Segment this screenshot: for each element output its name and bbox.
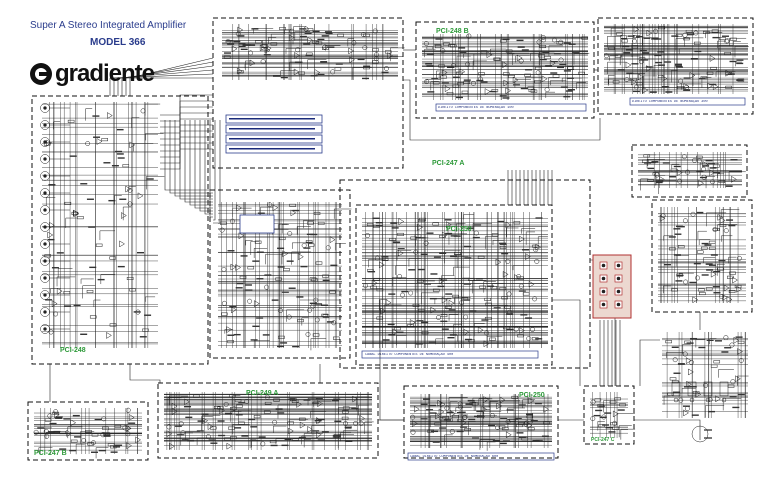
power-transformer-components [662,332,749,418]
board-label-pci249a: PCI-249 A [246,390,279,397]
board-label-pci248b: PCI-248 B [436,28,469,35]
outline-preout [631,144,748,198]
component-strip-mid: CANAL DIREITO COMPONENTES DE NUMERAÇÃO 4… [365,353,454,357]
outline-pci248 [31,95,209,365]
schematic-wiring [49,49,701,440]
output-transistors [671,381,729,403]
power-plug-icon [691,425,712,443]
board-label-pci248: PCI-248 [60,347,86,354]
pci247c-components [590,392,636,440]
outline-power-sup [651,199,753,313]
input-selector-components [218,202,352,351]
outline-pci247c [583,385,635,445]
outline-input-sel [209,189,351,359]
outline-pci250 [355,204,553,366]
outline-pci249a [157,382,379,459]
component-strip-top-right: DIREITO COMPONENTES DE NUMERAÇÃO 300 [632,100,708,104]
switch-annotation-boxes [225,97,746,461]
outline-tone [597,17,754,115]
rca-jacks [40,103,70,334]
brand-name: gradiente [55,60,155,87]
preamp-components [222,24,405,80]
pci250-lower-components [410,394,552,451]
schematic-components [33,24,749,461]
outline-pci247b [27,401,149,461]
outline-pci247a [339,179,591,369]
pci250-components [362,212,548,348]
component-strip-top-left: DIREITO COMPONENTES DE NUMERAÇÃO 100 [438,106,514,110]
schematic-title: Super A Stereo Integrated Amplifier [30,20,187,31]
preout-components [638,152,746,195]
pcb-board-outlines [27,17,754,461]
brand-logo: gradiente [30,60,155,87]
brand-mark-icon [30,63,52,85]
board-label-pci250-lower: PCI-250 [519,392,545,399]
outline-preamp [212,17,404,169]
function-switch-array [592,254,632,319]
pci249a-components [164,392,374,450]
outline-pci250-lower [403,385,559,459]
pci247b-components [33,407,142,459]
board-label-pci247b: PCI-247 B [34,450,67,457]
tone-components [603,24,749,94]
board-label-pci247a: PCI-247 A [432,160,465,167]
model-number: MODEL 366 [90,37,146,48]
component-strip-bottom: CANAL DIREITO COMPONENTES DE NUMERAÇÃO 6… [410,455,499,459]
input-jack-components [42,102,165,348]
outline-pci248b [415,21,595,119]
power-supply-components [658,207,746,304]
board-label-pci250: PCI-250 [446,226,472,233]
board-label-pci247c: PCI-247 C [591,437,615,443]
pci248b-components [422,33,590,100]
